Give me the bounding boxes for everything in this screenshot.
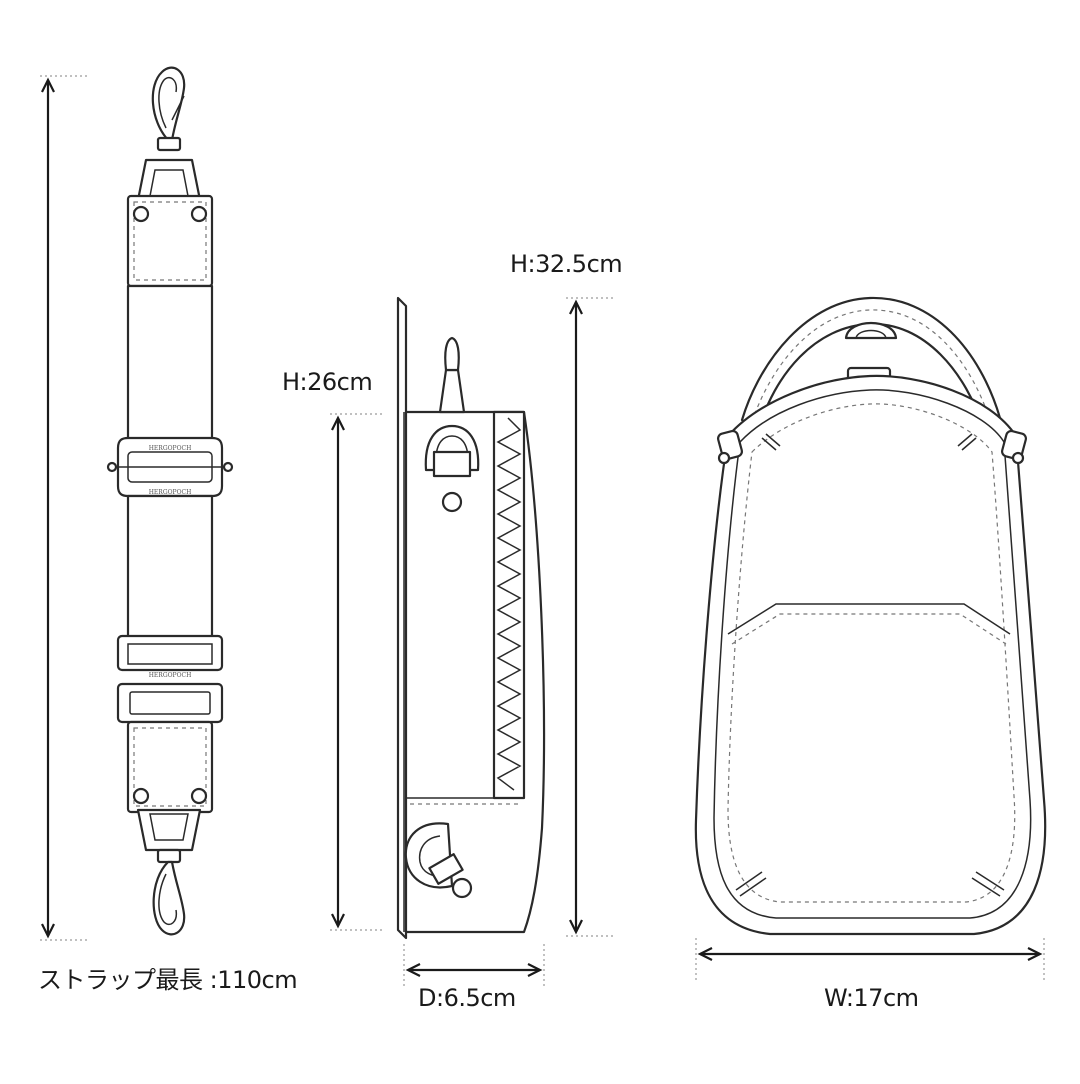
slider-brand-bottom: HERGOPOCH [149, 489, 192, 496]
strap-length-arrow [41, 77, 55, 939]
strap-drawing: HERGOPOCH HERGOPOCH HERGOPOCH [40, 66, 234, 941]
strap-slider-buckle: HERGOPOCH HERGOPOCH [106, 436, 234, 498]
side-height-label: H:26cm [282, 368, 373, 396]
strap-length-label: ストラップ最長 :110cm [38, 966, 298, 994]
bottom-carabiner [152, 848, 186, 936]
width-label: W:17cm [824, 984, 919, 1012]
width-arrow [697, 947, 1043, 961]
slider-brand-top: HERGOPOCH [149, 445, 192, 452]
depth-label: D:6.5cm [418, 984, 516, 1012]
adjuster-brand: HERGOPOCH [149, 672, 192, 679]
side-height-arrow [331, 415, 345, 929]
strap-adjuster-buckle: HERGOPOCH [116, 634, 224, 724]
side-view-drawing [330, 296, 614, 986]
depth-arrow [405, 963, 543, 977]
front-view-drawing [694, 296, 1047, 980]
total-height-arrow [569, 299, 583, 935]
top-carabiner [151, 66, 186, 152]
total-height-label: H:32.5cm [510, 250, 623, 278]
